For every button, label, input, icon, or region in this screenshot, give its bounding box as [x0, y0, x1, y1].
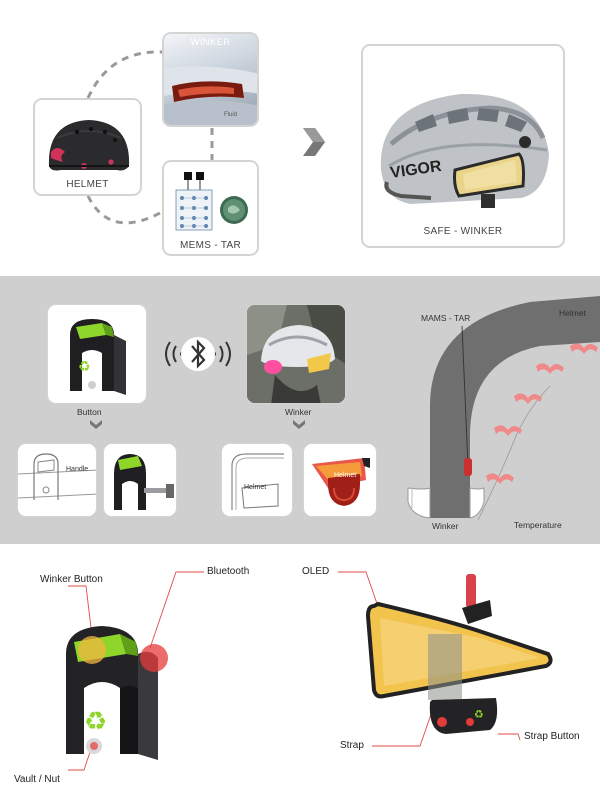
dashed-connectors	[86, 50, 214, 225]
strap-button-label: Strap Button	[524, 731, 580, 742]
system-section: ♻ Button	[0, 276, 600, 544]
mems-caption: MEMS - TAR	[180, 240, 241, 251]
winker-label: Winker	[285, 407, 312, 417]
helmet-mount-sketch	[231, 453, 284, 510]
safe-winker-helmet: VIGOR	[380, 93, 549, 208]
helmet-mount-label: Helmet	[244, 484, 267, 491]
winker-caption: WINKER	[190, 37, 231, 48]
led-mount-card: Helmet	[303, 443, 377, 517]
helmet-card: HELMET	[33, 98, 142, 196]
helmet-photo	[48, 120, 130, 171]
button-device: ♻	[70, 319, 126, 395]
helmet-sketch-card: Helmet	[221, 443, 293, 517]
helmet-section-label: Helmet	[559, 308, 586, 318]
oled-winker-product: ♻	[365, 574, 553, 734]
temperature-label: Temperature	[514, 520, 562, 530]
chevron-right-icon	[303, 128, 325, 156]
vault-nut-label: Vault / Nut	[14, 774, 60, 785]
concept-section: Fluid WINKER HELMET	[0, 0, 600, 276]
chevron-down-icon	[293, 420, 305, 429]
button-label: Button	[77, 407, 102, 417]
handle-label: Handle	[66, 466, 89, 473]
svg-text:Fluid: Fluid	[224, 112, 237, 118]
winker-button-label: Winker Button	[40, 574, 103, 585]
oled-label: OLED	[302, 566, 330, 577]
recycle-icon: ♻	[84, 707, 107, 737]
helmet-cross-section	[407, 296, 600, 521]
bluetooth-link	[165, 337, 231, 371]
winker-rider-photo	[247, 305, 345, 403]
tail-light-photo: Fluid	[164, 34, 257, 125]
helmet-caption: HELMET	[66, 179, 109, 190]
parts-section: ♻ Winker Button Bluetooth Vault / Nut ♻ …	[0, 544, 600, 799]
mems-card: MEMS - TAR	[162, 160, 259, 256]
mems-sensor	[464, 458, 472, 476]
button-mount	[114, 454, 174, 510]
button-product: ♻	[66, 626, 168, 760]
signal-wave-icon	[165, 341, 231, 367]
bluetooth-icon	[191, 339, 206, 369]
winker-photo-card	[246, 304, 346, 404]
chevron-down-icon	[90, 420, 102, 429]
bluetooth-label: Bluetooth	[207, 566, 250, 577]
heat-wave-icon	[486, 343, 598, 484]
led-helmet-label: Helmet	[334, 472, 357, 479]
recycle-icon: ♻	[474, 708, 484, 721]
mems-circuit	[175, 172, 248, 231]
strap-label: Strap	[340, 740, 364, 751]
led-mount	[312, 458, 370, 506]
recycle-icon: ♻	[78, 359, 91, 375]
winker-section-label: Winker	[432, 521, 459, 531]
safe-winker-card: VIGOR SAFE - WINKER	[361, 44, 565, 248]
button-mount-card	[103, 443, 177, 517]
button-card: ♻	[47, 304, 147, 404]
mams-tar-label: MAMS - TAR	[421, 313, 471, 323]
safe-winker-caption: SAFE - WINKER	[423, 226, 503, 237]
handle-sketch	[18, 453, 96, 500]
winker-card: Fluid WINKER	[162, 32, 259, 127]
handle-sketch-card: Handle	[17, 443, 97, 517]
